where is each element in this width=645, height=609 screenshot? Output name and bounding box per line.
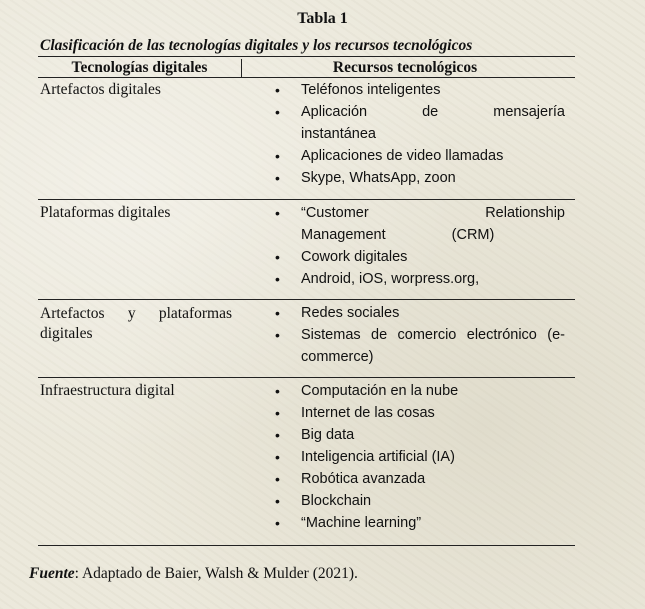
list-item: Aplicaciones de video llamadas <box>272 145 565 167</box>
row-separator <box>38 377 575 378</box>
category-cell: Infraestructura digital <box>40 382 175 399</box>
category-cell: Plataformas digitales <box>40 204 171 221</box>
footnote-label: Fuente <box>29 565 75 582</box>
header-recursos: Recursos tecnológicos <box>332 59 478 76</box>
list-item: Teléfonos inteligentes <box>272 79 565 101</box>
table-bottom-rule <box>38 545 575 546</box>
resource-list: “Customer Relationship Management (CRM) … <box>272 202 565 290</box>
list-item: “Machine learning” <box>272 512 565 534</box>
category-cell: Artefactos y plataformas digitales <box>40 305 232 342</box>
list-item: Blockchain <box>272 490 565 512</box>
category-cell: Artefactos digitales <box>40 81 161 98</box>
resource-list: Computación en la nube Internet de las c… <box>272 380 565 534</box>
footnote: Fuente: Adaptado de Baier, Walsh & Mulde… <box>29 565 358 583</box>
header-tecnologias: Tecnologías digitales <box>71 59 208 76</box>
list-item: Sistemas de comercio electrónico (e-comm… <box>272 324 565 368</box>
header-column-divider <box>241 59 242 77</box>
list-item: Android, iOS, worpress.org, <box>272 268 565 290</box>
list-item: Big data <box>272 424 565 446</box>
footnote-text: : Adaptado de Baier, Walsh & Mulder (202… <box>74 565 358 582</box>
list-item: “Customer Relationship Management (CRM) <box>272 202 565 246</box>
resource-list: Teléfonos inteligentes Aplicación de men… <box>272 79 565 189</box>
row-separator <box>38 299 575 300</box>
list-item: Cowork digitales <box>272 246 565 268</box>
resource-list: Redes sociales Sistemas de comercio elec… <box>272 302 565 368</box>
table-title: Tabla 1 <box>297 10 348 27</box>
list-item: Skype, WhatsApp, zoon <box>272 167 565 189</box>
list-item: Aplicación de mensajería instantánea <box>272 101 565 145</box>
table-top-rule <box>38 56 575 57</box>
table-subtitle: Clasificación de las tecnologías digital… <box>40 37 473 54</box>
list-item: Inteligencia artificial (IA) <box>272 446 565 468</box>
row-separator <box>38 199 575 200</box>
header-bottom-rule <box>38 77 575 78</box>
list-item: Robótica avanzada <box>272 468 565 490</box>
list-item: Computación en la nube <box>272 380 565 402</box>
list-item: Internet de las cosas <box>272 402 565 424</box>
list-item: Redes sociales <box>272 302 565 324</box>
